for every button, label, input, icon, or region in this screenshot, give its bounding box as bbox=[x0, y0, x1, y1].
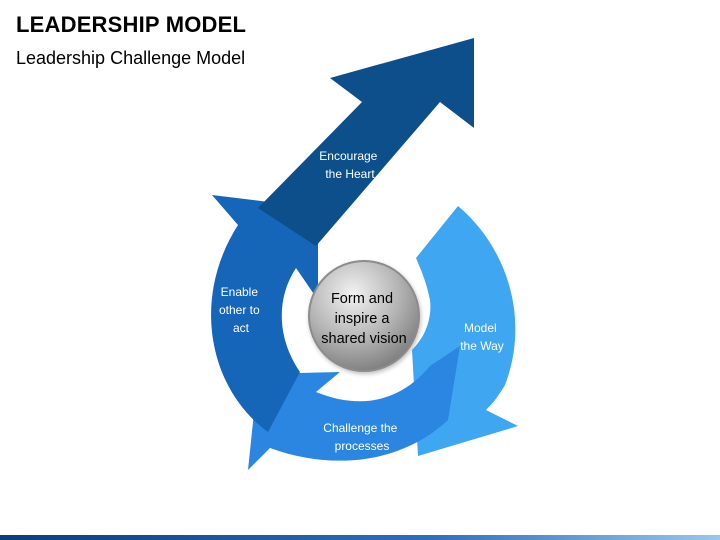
center-line-1: Form and bbox=[331, 291, 393, 307]
encourage-the-heart-segment bbox=[258, 38, 474, 246]
center-line-2: inspire a bbox=[335, 311, 391, 327]
challenge-the-processes-segment bbox=[248, 346, 460, 470]
model-line-1: Model bbox=[464, 321, 497, 335]
enable-line-1: Enable bbox=[221, 285, 259, 299]
enable-line-3: act bbox=[233, 321, 250, 335]
model-line-2: the Way bbox=[460, 339, 504, 353]
center-sphere bbox=[308, 260, 420, 372]
center-line-3: shared vision bbox=[321, 331, 406, 347]
heart-line-1: Encourage bbox=[319, 149, 377, 163]
page-title: LEADERSHIP MODEL bbox=[16, 12, 247, 37]
page-subtitle: Leadership Challenge Model bbox=[16, 48, 246, 68]
challenge-label: Challenge the processes bbox=[323, 421, 400, 453]
center-label: Form and inspire a shared vision bbox=[321, 291, 406, 347]
challenge-line-1: Challenge the bbox=[323, 421, 397, 435]
model-label: Model the Way bbox=[460, 321, 504, 353]
heart-label: Encourage the Heart bbox=[319, 149, 380, 181]
challenge-line-2: processes bbox=[335, 439, 390, 453]
enable-line-2: other to bbox=[219, 303, 260, 317]
heart-line-2: the Heart bbox=[325, 167, 375, 181]
enable-label: Enable other to act bbox=[219, 285, 263, 335]
enable-others-segment bbox=[211, 195, 318, 432]
bottom-accent-bar bbox=[0, 535, 720, 540]
